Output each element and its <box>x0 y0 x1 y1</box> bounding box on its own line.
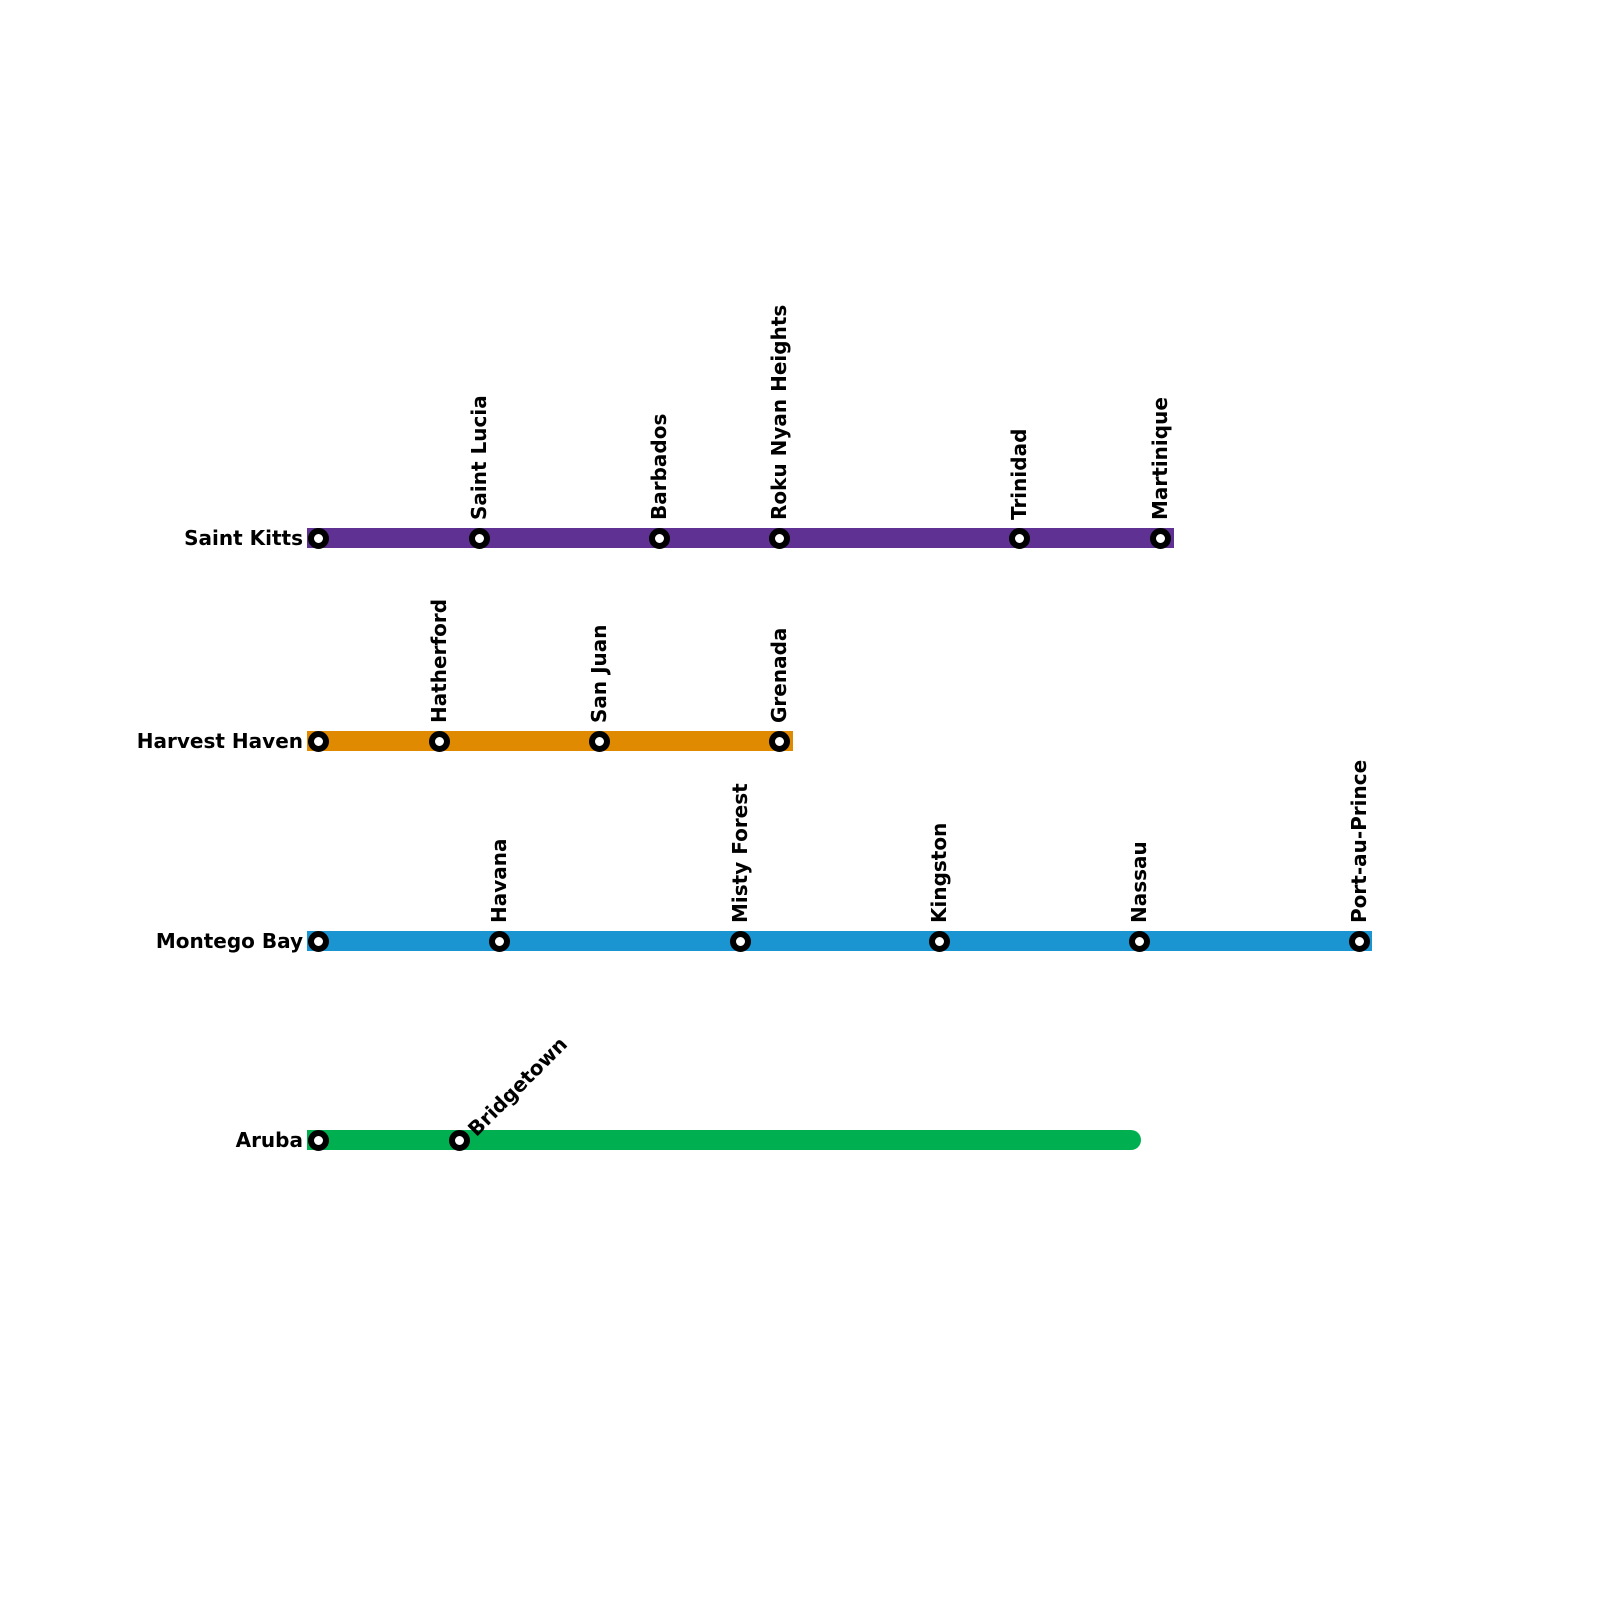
station-label-havana: Havana <box>487 838 511 923</box>
station-marker-san-juan <box>588 730 610 752</box>
station-marker-hatherford <box>428 730 450 752</box>
station-label-san-juan: San Juan <box>587 624 611 723</box>
station-marker-harvest-haven <box>307 730 329 752</box>
station-marker-port-au-prince <box>1348 930 1370 952</box>
station-marker-bridgetown <box>448 1129 470 1151</box>
station-label-saint-lucia: Saint Lucia <box>467 395 491 520</box>
station-label-grenada: Grenada <box>767 627 791 723</box>
purple-line-track <box>307 528 1174 548</box>
station-marker-roku-nyan-heights <box>768 527 790 549</box>
station-label-trinidad: Trinidad <box>1007 428 1031 520</box>
station-label-kingston: Kingston <box>927 822 951 923</box>
station-label-montego-bay: Montego Bay <box>155 929 303 953</box>
station-marker-montego-bay <box>307 930 329 952</box>
station-label-misty-forest: Misty Forest <box>728 783 752 923</box>
station-marker-misty-forest <box>729 930 751 952</box>
station-marker-aruba <box>307 1129 329 1151</box>
station-label-martinique: Martinique <box>1148 397 1172 520</box>
station-label-aruba: Aruba <box>235 1128 303 1152</box>
station-label-saint-kitts: Saint Kitts <box>184 526 303 550</box>
orange-line-track <box>307 731 793 751</box>
station-label-hatherford: Hatherford <box>427 598 451 723</box>
station-marker-nassau <box>1128 930 1150 952</box>
station-marker-saint-kitts <box>307 527 329 549</box>
station-marker-grenada <box>768 730 790 752</box>
green-line-track <box>307 1130 1141 1150</box>
station-marker-trinidad <box>1008 527 1030 549</box>
blue-line-track <box>307 931 1372 951</box>
station-marker-saint-lucia <box>468 527 490 549</box>
station-marker-kingston <box>928 930 950 952</box>
station-marker-barbados <box>648 527 670 549</box>
station-marker-martinique <box>1149 527 1171 549</box>
station-label-port-au-prince: Port-au-Prince <box>1347 759 1371 923</box>
station-label-nassau: Nassau <box>1127 841 1151 923</box>
station-label-roku-nyan-heights: Roku Nyan Heights <box>767 304 791 520</box>
station-label-harvest-haven: Harvest Haven <box>136 729 303 753</box>
station-marker-havana <box>488 930 510 952</box>
station-label-bridgetown: Bridgetown <box>463 1031 573 1141</box>
station-label-barbados: Barbados <box>647 413 671 520</box>
